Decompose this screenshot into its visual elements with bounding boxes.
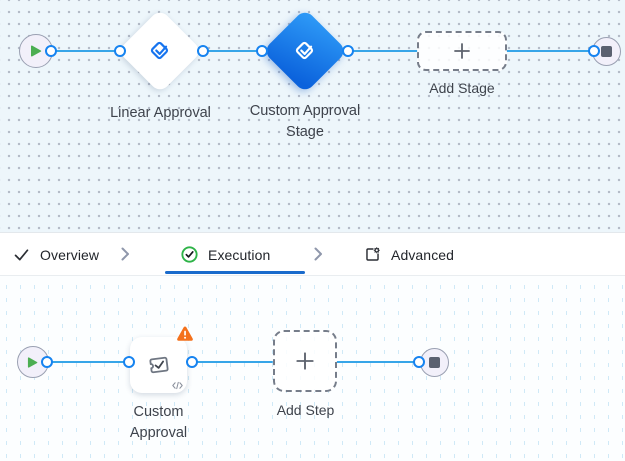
stage-check-icon bbox=[130, 21, 190, 81]
add-stage-button[interactable] bbox=[417, 31, 507, 71]
check-circle-icon bbox=[181, 246, 198, 263]
stage-node-linear-approval[interactable] bbox=[117, 8, 203, 94]
stage-node-custom-approval-stage[interactable] bbox=[262, 8, 348, 94]
connector-dot[interactable] bbox=[342, 45, 354, 57]
tab-advanced[interactable]: Advanced bbox=[364, 233, 454, 276]
connector-dot[interactable] bbox=[256, 45, 268, 57]
connector-line bbox=[47, 361, 129, 363]
active-tab-underline bbox=[165, 271, 305, 274]
check-icon bbox=[14, 249, 29, 261]
flow-tab-bar: Overview Execution Advanced bbox=[0, 232, 625, 276]
tab-execution[interactable]: Execution bbox=[181, 233, 270, 276]
play-icon bbox=[27, 356, 38, 368]
code-icon bbox=[172, 381, 183, 390]
connector-dot[interactable] bbox=[186, 356, 198, 368]
add-step-button[interactable] bbox=[273, 330, 337, 392]
tab-execution-label: Execution bbox=[208, 246, 271, 263]
plus-icon bbox=[296, 352, 314, 370]
add-stage-label: Add Stage bbox=[429, 80, 495, 96]
panel-gear-icon bbox=[366, 247, 380, 261]
connector-line bbox=[51, 50, 121, 52]
connector-dot[interactable] bbox=[588, 45, 600, 57]
stop-icon bbox=[429, 357, 440, 368]
plus-icon bbox=[454, 43, 470, 59]
connector-dot[interactable] bbox=[45, 45, 57, 57]
connector-line bbox=[336, 361, 419, 363]
connector-line bbox=[348, 50, 418, 52]
connector-dot[interactable] bbox=[413, 356, 425, 368]
connector-dot[interactable] bbox=[123, 356, 135, 368]
step-label: Custom Approval bbox=[129, 404, 188, 441]
stage-flow-canvas[interactable]: Linear Approval Custom Approval Stage Ad… bbox=[0, 0, 625, 232]
warning-icon[interactable] bbox=[176, 326, 194, 342]
approval-task-icon bbox=[148, 356, 169, 374]
stage-label: Custom Approval Stage bbox=[249, 103, 361, 140]
step-node-custom-approval[interactable] bbox=[130, 337, 187, 393]
tab-advanced-label: Advanced bbox=[391, 246, 455, 263]
connector-line bbox=[203, 50, 263, 52]
tab-overview-label: Overview bbox=[40, 246, 100, 263]
play-icon bbox=[30, 45, 41, 57]
connector-line bbox=[192, 361, 273, 363]
stop-icon bbox=[601, 46, 612, 57]
connector-line bbox=[506, 50, 595, 52]
stage-check-icon bbox=[275, 21, 335, 81]
chevron-right-icon bbox=[314, 247, 322, 261]
add-step-label: Add Step bbox=[276, 402, 335, 418]
tab-overview[interactable]: Overview bbox=[13, 233, 99, 276]
connector-dot[interactable] bbox=[114, 45, 126, 57]
stage-label: Linear Approval bbox=[110, 105, 211, 121]
chevron-right-icon bbox=[121, 247, 129, 261]
connector-dot[interactable] bbox=[41, 356, 53, 368]
connector-dot[interactable] bbox=[197, 45, 209, 57]
